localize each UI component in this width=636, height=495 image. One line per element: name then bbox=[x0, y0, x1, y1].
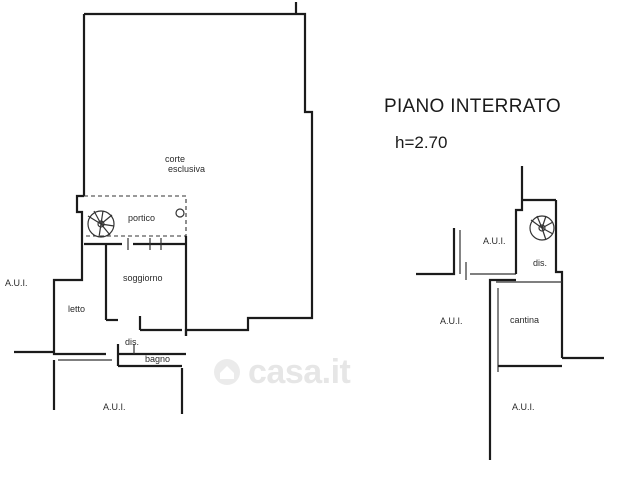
basement-stair-wall-right bbox=[554, 200, 564, 358]
spiral-stair-icon-basement bbox=[529, 215, 555, 241]
ceiling-height: h=2.70 bbox=[395, 133, 448, 152]
watermark: casa.it bbox=[212, 342, 432, 402]
esclusiva-label: esclusiva bbox=[168, 164, 205, 174]
house-logo-icon bbox=[214, 359, 240, 385]
basement-stair-wall-left bbox=[514, 166, 524, 274]
portico-outline bbox=[84, 195, 187, 237]
spiral-stair-icon bbox=[87, 210, 115, 238]
cantina-outline bbox=[488, 278, 516, 460]
house-left-wall bbox=[52, 194, 84, 356]
floor-title: PIANO INTERRATO bbox=[384, 96, 561, 117]
watermark-brand: casa.it bbox=[248, 352, 351, 391]
portico-label: portico bbox=[128, 213, 155, 223]
basement-aui-mid-label: A.U.I. bbox=[440, 316, 463, 326]
basement-plan: A.U.I. dis. A.U.I. cantina A.U.I. bbox=[416, 166, 604, 460]
dis-label: dis. bbox=[125, 337, 139, 347]
ground-floor-plan: corte esclusiva portico soggiorno letto … bbox=[5, 2, 314, 414]
basement-aui-top-outline bbox=[416, 228, 456, 276]
aui-bottom-label: A.U.I. bbox=[103, 402, 126, 412]
letto-label: letto bbox=[68, 304, 85, 314]
bagno-label: bagno bbox=[145, 354, 170, 364]
basement-aui-bottom-label: A.U.I. bbox=[512, 402, 535, 412]
basement-aui-top-label: A.U.I. bbox=[483, 236, 506, 246]
aui-left-label: A.U.I. bbox=[5, 278, 28, 288]
corte-label: corte bbox=[165, 154, 185, 164]
soggiorno-label: soggiorno bbox=[123, 273, 163, 283]
courtyard-outline bbox=[84, 2, 314, 336]
basement-dis-label: dis. bbox=[533, 258, 547, 268]
column-icon bbox=[175, 208, 185, 218]
cantina-label: cantina bbox=[510, 315, 539, 325]
